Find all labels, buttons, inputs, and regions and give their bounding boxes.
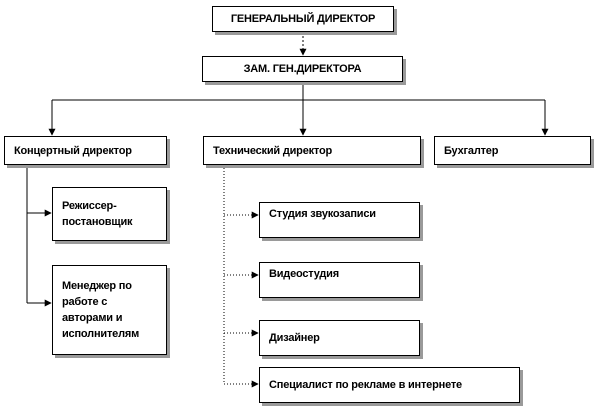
node-label: Видеостудия (269, 268, 339, 280)
node-concert-director: Концертный директор (4, 136, 167, 165)
node-recording-studio: Студия звукозаписи (259, 202, 420, 238)
node-deputy-director: ЗАМ. ГЕН.ДИРЕКТОРА (202, 56, 403, 82)
node-label: Менеджер по работе с авторами и исполнит… (53, 278, 139, 342)
node-video-studio: Видеостудия (259, 262, 420, 298)
node-label: ЗАМ. ГЕН.ДИРЕКТОРА (243, 63, 362, 75)
node-internet-ad-specialist: Специалист по рекламе в интернете (259, 367, 520, 403)
node-label: Концертный директор (14, 144, 132, 157)
node-label: Режиссер- постановщик (53, 198, 133, 230)
node-designer: Дизайнер (259, 320, 420, 356)
node-label: Технический директор (213, 144, 332, 157)
node-label: Специалист по рекламе в интернете (269, 379, 462, 391)
node-label-line: Режиссер- (62, 200, 117, 212)
node-manager: Менеджер по работе с авторами и исполнит… (52, 265, 167, 355)
node-label: Дизайнер (269, 332, 320, 344)
node-label-line: работе с (62, 296, 108, 308)
node-general-director: ГЕНЕРАЛЬНЫЙ ДИРЕКТОР (212, 6, 394, 32)
node-label: Студия звукозаписи (269, 208, 376, 220)
node-label-line: исполнителям (62, 328, 140, 340)
node-label-line: авторами и (62, 312, 123, 324)
node-label-line: постановщик (62, 216, 133, 228)
node-label: Бухгалтер (444, 144, 499, 157)
node-accountant: Бухгалтер (434, 136, 591, 165)
node-stage-director: Режиссер- постановщик (52, 187, 167, 241)
node-technical-director: Технический директор (203, 136, 421, 165)
node-label: ГЕНЕРАЛЬНЫЙ ДИРЕКТОР (230, 13, 376, 25)
node-label-line: Менеджер по (62, 280, 132, 292)
